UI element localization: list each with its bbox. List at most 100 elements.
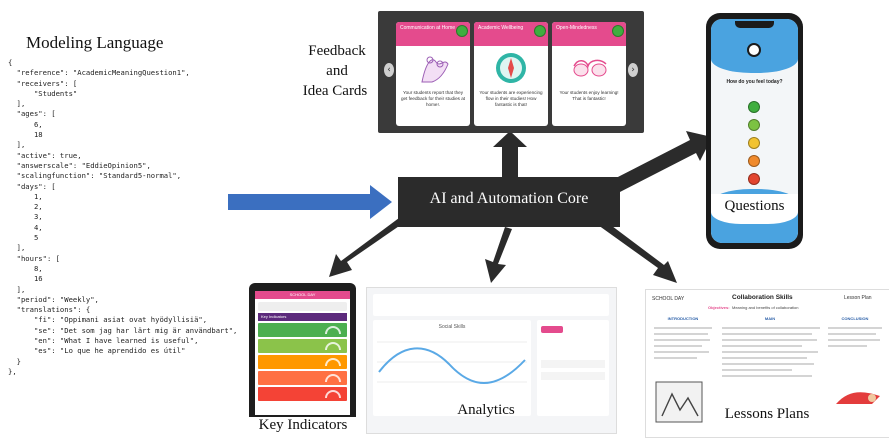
questions-label-band [711,194,798,224]
code-line: ], [8,140,26,150]
idea-card[interactable]: Academic Wellbeing Your students are exp… [474,22,548,126]
code-block: { "reference": "AcademicMeaningQuestion1… [8,58,240,377]
side-panel [537,320,609,416]
questions-phone: How do you feel today? Questions [706,13,803,249]
arrow-to-analytics [485,227,512,283]
code-line: "Students" [8,88,78,98]
code-line: "hours": [ [8,253,60,263]
code-line: "en": "What I have learned is useful", [8,336,199,346]
code-line: { [8,58,13,67]
code-line: 1, [8,191,43,201]
indicator-row[interactable] [258,387,347,401]
idea-card-text: Your students report that they get feedb… [400,90,466,107]
gauge-icon [325,374,341,382]
happy-face-icon[interactable] [748,119,760,131]
code-line: "se": "Det som jag har lärt mig är använ… [8,325,238,335]
idea-card[interactable]: Communication at Home Your students repo… [396,22,470,126]
compass-icon [496,53,526,83]
code-line: "active": true, [8,150,82,160]
code-line: 8, [8,263,43,273]
code-line: 4, [8,222,43,232]
indicator-row[interactable] [258,323,347,337]
key-indicators-label: Key Indicators [244,417,362,434]
idea-card-text: Your students are experiencing flow in t… [479,90,543,107]
chart-card: Social Skills [373,320,531,416]
sketch-illustration-icon [655,381,703,423]
pink-tab-button[interactable] [541,326,563,333]
code-line: "reference": "AcademicMeaningQuestion1", [8,68,190,78]
question-prompt: How do you feel today? [726,79,783,85]
very-sad-face-icon[interactable] [748,173,760,185]
phone-screen: How do you feel today? Questions [711,19,798,243]
code-line: "ages": [ [8,109,56,119]
neutral-face-icon[interactable] [748,137,760,149]
analytics-label: Analytics [457,402,515,418]
arrow-to-questions [612,131,712,193]
prev-card-button[interactable]: ‹ [384,63,394,77]
column-heading: MAIN [764,316,776,321]
idea-card[interactable]: Open-Mindedness Your students enjoy lear… [552,22,626,126]
feedback-label-line3: Idea Cards [302,83,368,99]
feedback-label-line2: and [326,63,348,79]
objectives-label: Objectives: [708,305,730,310]
gauge-icon [325,390,341,398]
lesson-brand: SCHOOL DAY [652,296,685,302]
arrow-to-feedback [493,131,527,177]
code-line: "es": "Lo que he aprendido es útil" [8,346,186,356]
wave-line-chart [377,341,527,384]
gauge-icon [325,326,341,334]
code-line: ], [8,99,26,109]
indicator-row[interactable] [258,355,347,369]
gauge-icon [325,342,341,350]
filter-bar[interactable] [258,302,347,311]
sad-face-icon[interactable] [748,155,760,167]
idea-card-text: Your students enjoy learning! That is fa… [559,90,619,101]
next-card-button[interactable]: › [628,63,638,77]
code-line: 3, [8,212,43,222]
code-line: "days": [ [8,181,56,191]
indicator-row[interactable] [258,339,347,353]
column-heading: CONCLUSION [841,316,869,321]
indicator-row[interactable] [258,371,347,385]
ai-core-box [398,177,620,227]
code-line: } [8,356,21,366]
objectives-text: Meaning and benefits of collaboration [732,305,799,310]
very-happy-face-icon[interactable] [748,101,760,113]
lesson-title: Collaboration Skills [732,294,793,301]
code-line: "scalingfunction": "Standard5-normal", [8,171,182,181]
stats-bar [373,294,609,316]
smiley-face-icon [612,25,624,37]
list-row[interactable] [541,360,605,368]
code-line: 16 [8,274,43,284]
key-indicators-screen: SCHOOL DAY Key Indicators [255,291,350,415]
flying-hero-icon [836,392,880,404]
modeling-language-title: Modeling Language [26,33,164,52]
phone-notch [735,21,774,28]
feedback-label-line1: Feedback [308,43,366,59]
lesson-plan-document: SCHOOL DAY Collaboration Skills Lesson P… [645,289,889,438]
arrow-to-lessons [598,220,677,283]
code-line: "answerscale": "EddieOpinion5", [8,160,151,170]
lesson-tag: Lesson Plan [844,295,872,301]
indicator-rows [255,323,350,401]
chart-title: Social Skills [438,324,466,330]
column-heading: INTRODUCTION [667,316,699,321]
code-line: 6, [8,119,43,129]
code-line: ], [8,243,26,253]
arrow-to-key-indicators [329,218,405,277]
code-line: 5 [8,233,39,243]
list-row[interactable] [541,372,605,380]
gauge-icon [325,358,341,366]
input-arrow [228,185,392,219]
code-line: 2, [8,202,43,212]
code-line: }, [8,366,17,376]
code-line: ], [8,284,26,294]
app-logo-icon [747,43,761,57]
code-line: "translations": { [8,305,91,315]
screen-brand: SCHOOL DAY [255,291,350,299]
questions-label: Questions [724,198,785,214]
feedback-cards-panel: ‹ › Communication at Home Your students … [378,11,644,133]
feedback-label: Feedback and [297,41,377,81]
lessons-label: Lessons Plans [724,406,810,422]
